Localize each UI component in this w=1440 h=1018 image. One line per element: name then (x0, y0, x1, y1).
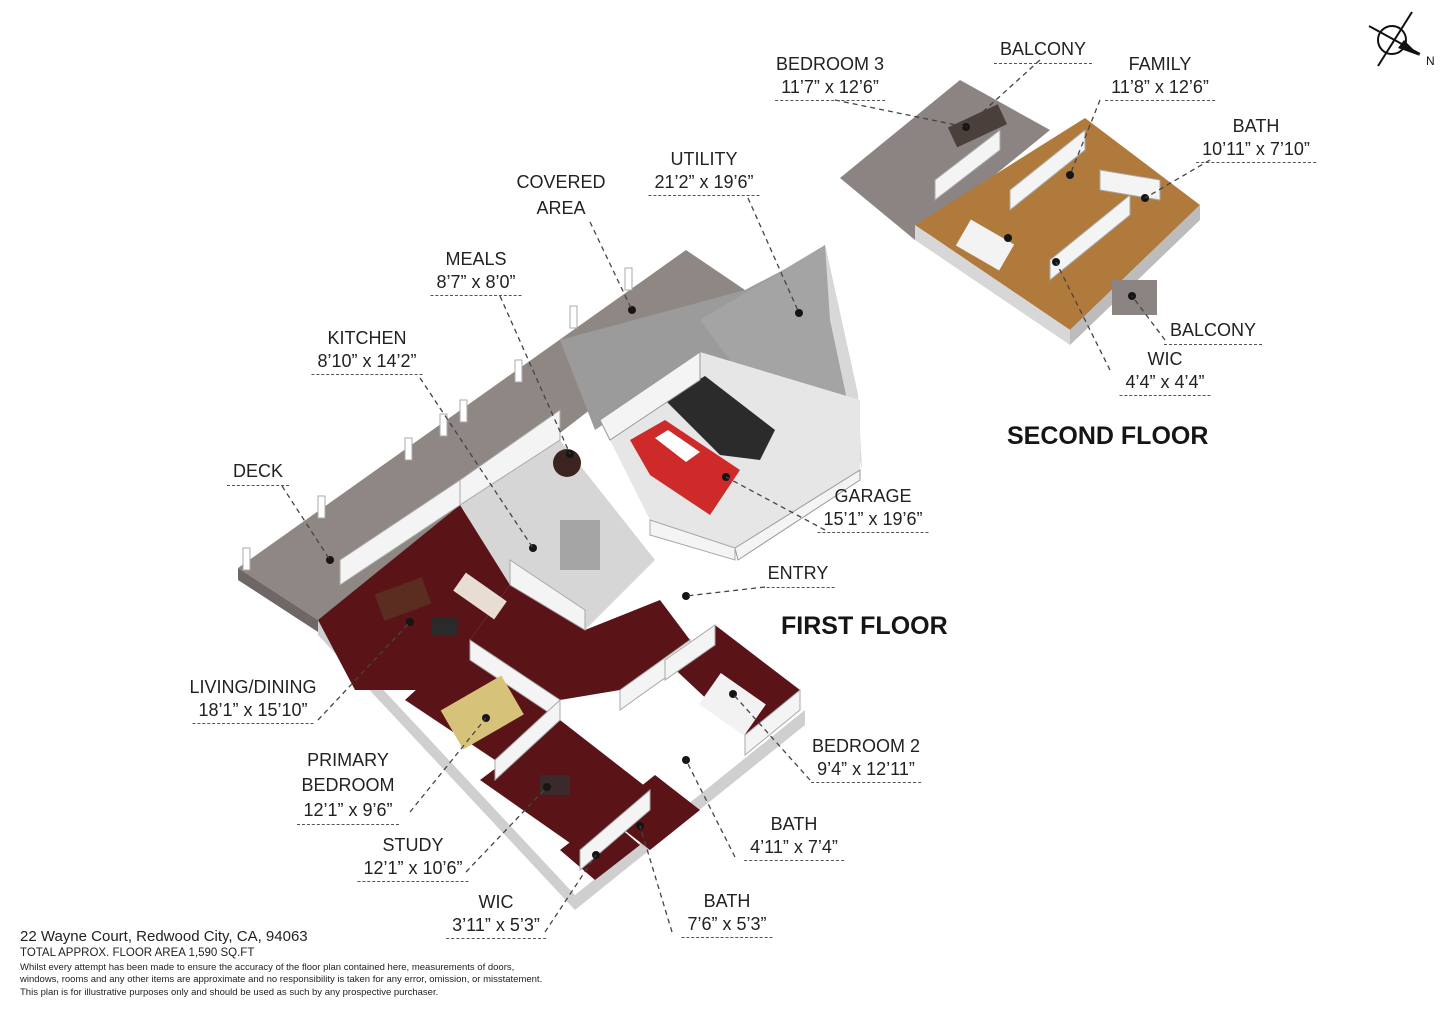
disclaimer: Whilst every attempt has been made to en… (20, 962, 543, 998)
north-arrow-icon: N (1368, 11, 1435, 68)
address: 22 Wayne Court, Redwood City, CA, 94063 (20, 928, 308, 945)
kitchen-counter (560, 520, 600, 570)
total-area: TOTAL APPROX. FLOOR AREA 1,590 SQ.FT (20, 947, 255, 959)
black-car (665, 376, 775, 460)
hall-floor (470, 585, 690, 700)
deck-posts (242, 267, 633, 571)
room-label-balcony-2: BALCONY (1163, 320, 1263, 345)
room-label-balcony-1: BALCONY (993, 39, 1093, 64)
bath-floor (605, 775, 700, 850)
footer: 22 Wayne Court, Redwood City, CA, 94063 … (20, 928, 542, 999)
room-label-entry: ENTRY (761, 563, 835, 588)
primary-bed (440, 675, 524, 750)
interior-walls (339, 409, 801, 872)
bedroom2-bed (698, 672, 766, 736)
red-car (630, 420, 740, 515)
second-floor-heading: SECOND FLOOR (1007, 422, 1209, 450)
kitchen-tile-floor (460, 440, 655, 630)
coffee-table (432, 618, 458, 636)
bedroom3-bed (955, 219, 1015, 271)
meals-table (553, 449, 581, 477)
second-floor-wood (915, 118, 1200, 330)
compass-label: N (1426, 54, 1435, 68)
sofa (453, 572, 507, 620)
second-floor-walls (934, 128, 1161, 282)
second-floor-sofa (947, 104, 1008, 148)
dining-table (374, 577, 432, 621)
room-label-deck: DECK (226, 461, 290, 486)
leader-lines (281, 197, 826, 933)
room-label-covered-area: COVERED AREA (516, 172, 606, 219)
first-floor-heading: FIRST FLOOR (781, 612, 948, 640)
